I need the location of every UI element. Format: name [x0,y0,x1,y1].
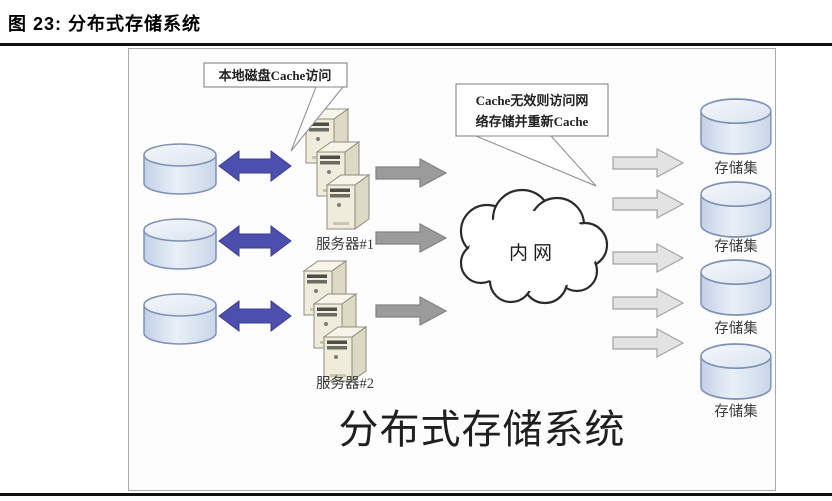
diagram-caption: 分布式存储系统 [339,407,626,452]
double-arrow-icon-3 [218,300,292,332]
disk-cylinder-left-2 [143,218,217,270]
diagram-frame: 服务器#1 服务器#2 内 [128,48,776,491]
server-group-1-label: 服务器#1 [316,236,374,253]
storage-cluster-1: 存储集 [700,98,772,177]
right-arrow-light-icon-5 [612,328,684,358]
right-arrow-light-icon-4 [612,288,684,318]
storage-label-3: 存储集 [714,320,758,337]
callout-remote-text-line2: 络存储并重新Cache [476,114,589,129]
callout-local-text: 本地磁盘Cache访问 [219,68,332,83]
storage-cylinder-1 [700,98,772,155]
bottom-rule [0,493,832,496]
figure-label: 图 23: [8,14,63,34]
diagram-canvas: 服务器#1 服务器#2 内 [143,62,772,452]
storage-cluster-4: 存储集 [700,343,772,420]
storage-cluster-2: 存储集 [700,181,772,255]
callout-remote-tail [475,135,597,187]
callout-local-tail [290,86,345,152]
storage-label-2: 存储集 [714,238,758,255]
disk-cylinder-left-1 [143,143,217,195]
server-group-1: 服务器#1 [305,108,374,253]
storage-cylinder-4 [700,343,772,400]
storage-label-4: 存储集 [714,403,758,420]
cloud-label: 内网 [509,242,557,264]
server-group-2-label: 服务器#2 [316,375,374,392]
right-arrow-dark-icon-1 [375,158,447,188]
right-arrow-dark-icon-3 [375,296,447,326]
callout-local: 本地磁盘Cache访问 [203,62,348,152]
storage-cylinder-2 [700,181,772,238]
callout-local-box [203,62,348,88]
server-tower-icon [326,174,370,230]
double-arrow-icon-1 [218,150,292,182]
right-arrow-light-icon-1 [612,148,684,178]
right-arrow-light-icon-2 [612,189,684,219]
header-rule [0,43,832,46]
double-arrow-icon-2 [218,225,292,257]
callout-remote: Cache无效则访问网 络存储并重新Cache [455,83,609,187]
right-arrow-dark-icon-2 [375,223,447,253]
figure-header: 图 23:分布式存储系统 [8,10,201,36]
disk-cylinder-left-3 [143,293,217,345]
callout-remote-text-line1: Cache无效则访问网 [476,93,589,108]
figure-title: 分布式存储系统 [68,14,202,34]
storage-cylinder-3 [700,259,772,316]
server-group-2: 服务器#2 [303,260,374,392]
storage-cluster-3: 存储集 [700,259,772,337]
right-arrow-light-icon-3 [612,243,684,273]
network-cloud: 内网 [459,188,609,305]
storage-label-1: 存储集 [714,160,758,177]
server-tower-icon [323,326,367,382]
